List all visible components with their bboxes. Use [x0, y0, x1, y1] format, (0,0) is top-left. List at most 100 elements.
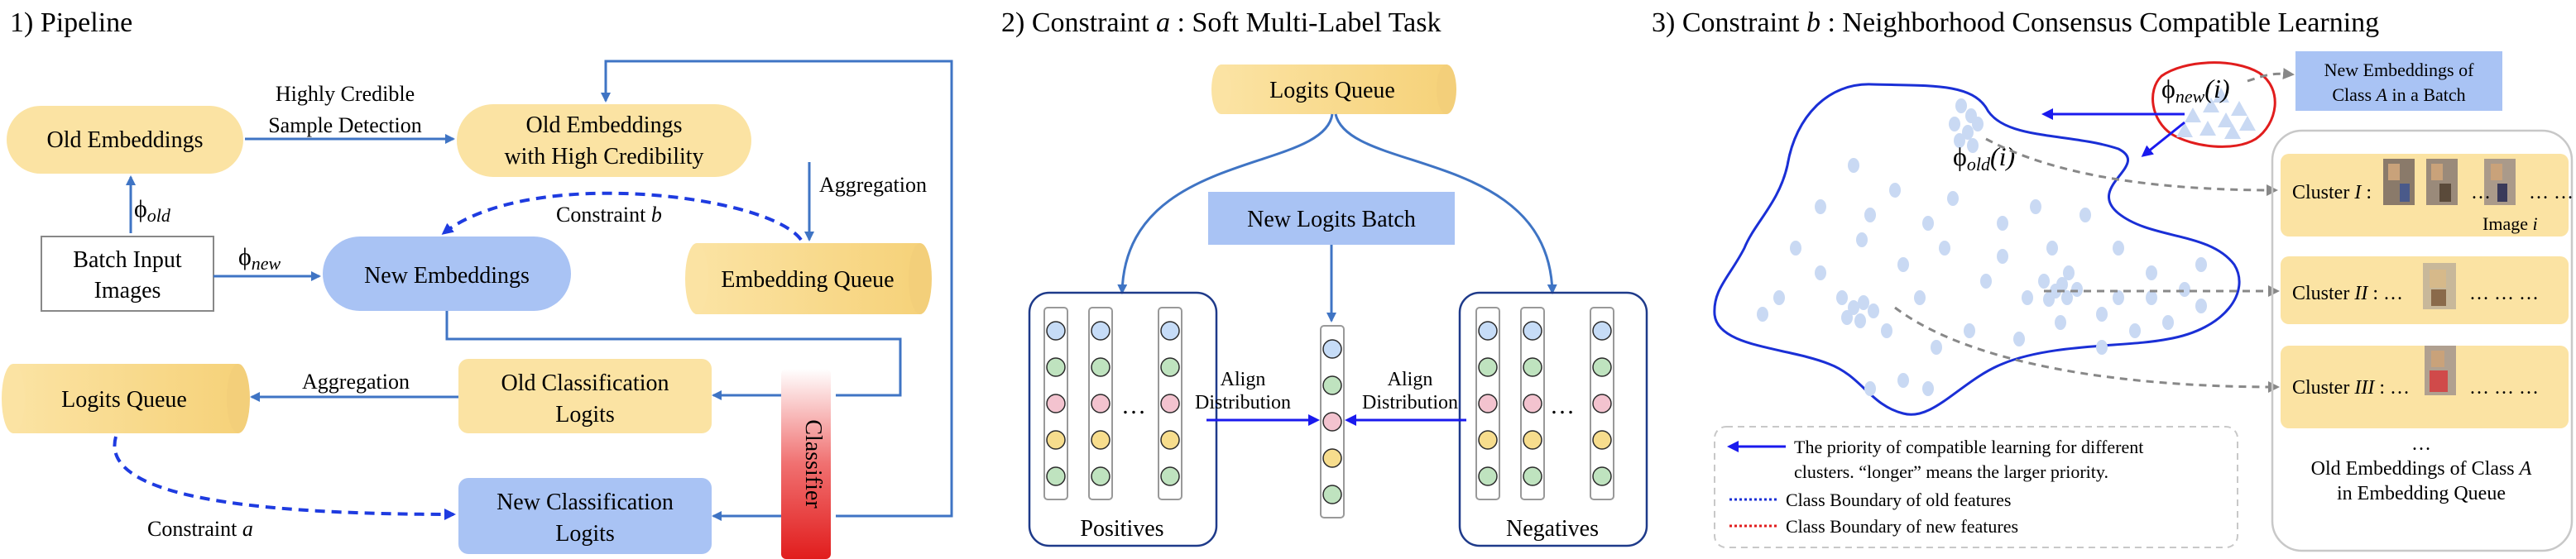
logits-queue-node	[2, 364, 250, 433]
old-feature-point	[2195, 257, 2207, 272]
old-feature-point	[1815, 199, 1826, 214]
constraint-b-arrow	[441, 191, 803, 241]
cluster-1-link-arrow	[1985, 137, 2278, 196]
positives-columns	[1043, 307, 1182, 500]
new-embeddings-node	[323, 236, 571, 311]
new-feature-triangle	[2239, 116, 2256, 131]
old-feature-point	[2129, 323, 2141, 338]
old-embeddings-dots: …	[2411, 433, 2431, 455]
old-feature-points	[1757, 98, 2207, 396]
old-feature-point	[1955, 98, 1967, 113]
new-feature-triangle	[2176, 122, 2193, 137]
new-logits-node	[458, 478, 712, 554]
old-embeddings-container	[2271, 129, 2574, 552]
old-feature-point	[2096, 307, 2108, 322]
old-feature-point	[1864, 381, 1876, 396]
old-feature-point	[1947, 191, 1959, 206]
negatives-label: Negatives	[1506, 516, 1599, 542]
old-feature-point	[2030, 199, 2041, 214]
new-logits-line2: Logits	[555, 521, 615, 547]
old-feature-point	[1868, 303, 1879, 318]
old-feature-point	[2162, 315, 2174, 330]
old-feature-point	[1836, 290, 1848, 305]
cluster-1-label: Cluster I :	[2292, 182, 2372, 203]
legend-arrow-line1: The priority of compatible learning for …	[1794, 437, 2143, 457]
detection-label-line2: Sample Detection	[268, 113, 422, 137]
classifier-to-credible-loop	[601, 60, 953, 518]
new-embeddings-label: New Embeddings	[364, 263, 530, 289]
negatives-align-line2: Distribution	[1362, 392, 1458, 413]
old-embeddings-node	[7, 106, 243, 174]
cluster-3-label: Cluster III : …	[2292, 377, 2410, 399]
new-emb-class-a-line1: New Embeddings of	[2324, 60, 2475, 80]
old-feature-point	[2055, 315, 2066, 330]
old-feature-point	[2096, 340, 2108, 355]
negatives-align-line1: Align	[1388, 369, 1433, 390]
negatives-column-dot	[1478, 394, 1498, 413]
old-feature-point	[1848, 300, 1859, 315]
classifier-block	[781, 369, 831, 559]
new-feature-triangle	[2231, 101, 2247, 116]
legend-blue-label: Class Boundary of old features	[1786, 490, 2012, 510]
cluster-1-tail: … …	[2529, 182, 2574, 203]
constraint-a-title: 2) Constraint a : Soft Multi-Label Task	[1001, 7, 1442, 38]
cluster-2-tail: … … …	[2469, 283, 2539, 304]
old-emb-caption-line2: in Embedding Queue	[2337, 483, 2506, 504]
image-i-label: Image i	[2482, 213, 2538, 234]
new-emb-class-a-line2: Class A in a Batch	[2332, 84, 2465, 105]
new-logits-line1: New Classification	[496, 490, 674, 515]
old-feature-point	[1922, 381, 1934, 396]
old-feature-point	[1757, 307, 1768, 322]
positives-align-line2: Distribution	[1195, 392, 1291, 413]
new-feature-triangles	[2176, 88, 2256, 139]
positives-column-dot	[1091, 430, 1111, 450]
phi-new-symbol: ϕnew	[238, 243, 281, 274]
old-feature-point	[1967, 138, 1979, 153]
negatives-column-dot	[1523, 394, 1542, 413]
old-feature-point	[1815, 265, 1826, 280]
new-logits-column-dot	[1322, 412, 1342, 432]
positives-column-dot	[1091, 357, 1111, 377]
embedding-queue-node	[685, 243, 932, 314]
new-logits-column-dot	[1322, 485, 1342, 504]
panel-constraint-b: 3) Constraint b : Neighborhood Consensus…	[1652, 7, 2574, 552]
negatives-column-dot	[1592, 466, 1612, 486]
old-feature-point	[1922, 216, 1934, 231]
positives-column-dot	[1160, 321, 1180, 341]
old-feature-point	[1773, 290, 1785, 305]
phi-old-symbol: ϕold	[134, 195, 171, 226]
cluster-3-thumbnail	[2425, 346, 2456, 395]
cluster-1-ellipsis: …	[2471, 182, 2491, 203]
new-feature-triangle	[2213, 88, 2229, 103]
positives-column-dot	[1091, 394, 1111, 413]
positives-column-dot	[1091, 321, 1111, 341]
old-feature-point	[1897, 257, 1909, 272]
new-feature-triangle	[2199, 121, 2216, 136]
cluster-1-thumbnails	[2383, 159, 2516, 205]
queue-to-negatives-arrow	[1334, 113, 1557, 294]
negatives-column-dot	[1592, 321, 1612, 341]
old-feature-point	[1864, 208, 1876, 222]
old-feature-point	[1997, 216, 2008, 231]
positives-column-dot	[1160, 466, 1180, 486]
positives-align-line1: Align	[1221, 369, 1266, 390]
old-feature-point	[1962, 125, 1974, 140]
positives-column-dot	[1160, 394, 1180, 413]
old-credible-line1: Old Embeddings	[526, 112, 683, 138]
constraint-b-title: 3) Constraint b : Neighborhood Consensus…	[1652, 7, 2379, 38]
positives-ellipsis: …	[1121, 392, 1146, 419]
detection-label-line1: Highly Credible	[276, 82, 415, 106]
new-emb-class-a-box	[2295, 51, 2502, 111]
old-feature-point	[2080, 208, 2091, 222]
queue-to-positives-arrow	[1117, 113, 1334, 294]
cluster-3-link-arrow	[1894, 306, 2280, 393]
old-feature-point	[1980, 274, 1992, 289]
negatives-column-dot	[1592, 357, 1612, 377]
new-feature-triangle	[2185, 108, 2201, 122]
old-feature-point	[2013, 332, 2025, 346]
negatives-column-dot	[1478, 357, 1498, 377]
old-feature-point	[2146, 290, 2157, 305]
p2-logits-queue-node	[1211, 64, 1456, 114]
old-feature-point	[2046, 241, 2058, 256]
